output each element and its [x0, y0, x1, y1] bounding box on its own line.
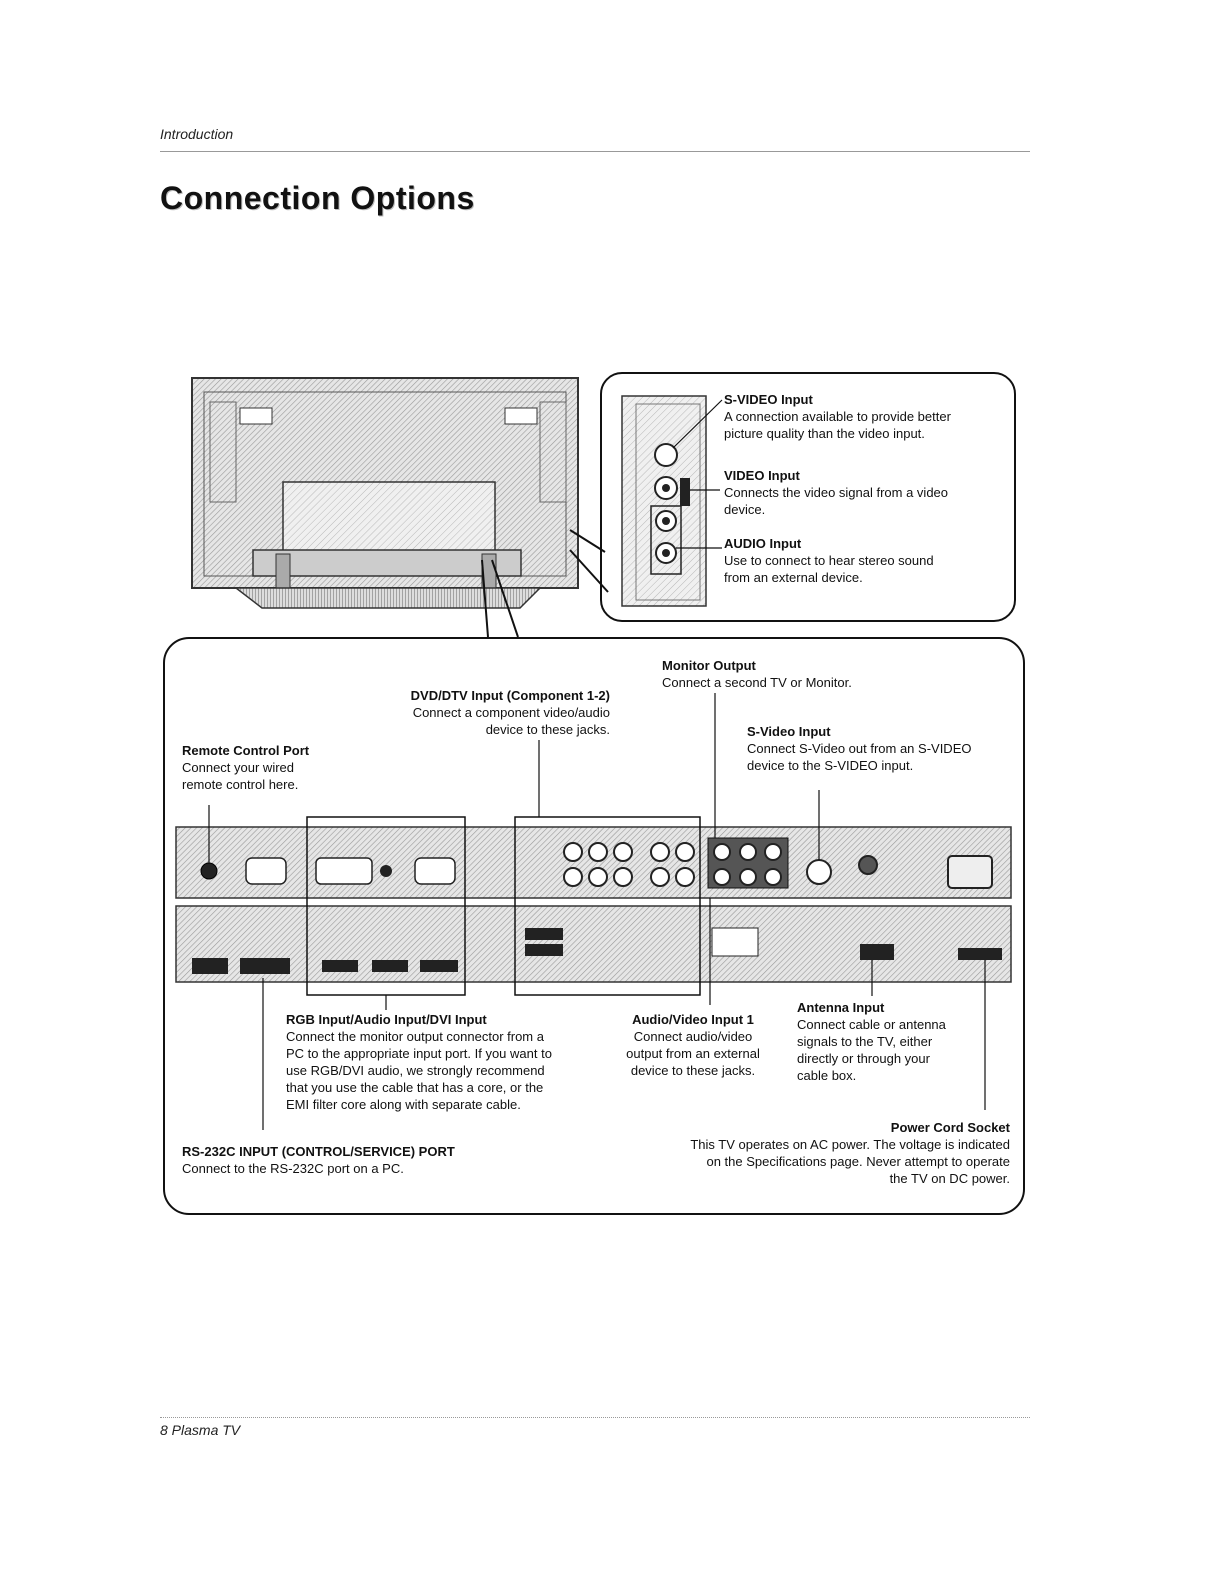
power-cord-desc-line: the TV on DC power. — [889, 1171, 1010, 1186]
side-jack-panel — [621, 395, 723, 607]
rgb-dvi-desc-line: EMI filter core along with separate cabl… — [286, 1097, 521, 1112]
remote-control-desc-line: remote control here. — [182, 777, 299, 792]
monitor-output-desc-line: Connect a second TV or Monitor. — [662, 675, 852, 690]
video-input-heading: VIDEO Input — [724, 468, 800, 483]
video-input-desc-line: device. — [724, 502, 766, 517]
rgb-dvi-desc-line: PC to the appropriate input port. If you… — [286, 1046, 552, 1061]
svideo-rear-desc-line: Connect S-Video out from an S-VIDEO — [747, 741, 972, 756]
page-title: Connection Options — [160, 180, 475, 216]
video-input-callout: VIDEO Input Connects the video signal fr… — [724, 467, 1004, 518]
svideo-input-callout: S-VIDEO Input A connection available to … — [724, 391, 1004, 442]
dvd-dtv-callout: DVD/DTV Input (Component 1-2) Connect a … — [360, 687, 610, 738]
rear-jack-strip-lower — [175, 905, 1012, 983]
section-label: Introduction — [160, 126, 234, 142]
dvd-dtv-desc-line: device to these jacks. — [485, 722, 610, 737]
rgb-dvi-heading: RGB Input/Audio Input/DVI Input — [286, 1012, 487, 1027]
antenna-desc-line: directly or through your — [797, 1051, 930, 1066]
remote-control-callout: Remote Control Port Connect your wired r… — [182, 742, 382, 793]
power-cord-desc-line: on the Specifications page. Never attemp… — [706, 1154, 1010, 1169]
monitor-output-heading: Monitor Output — [662, 658, 756, 673]
av-input1-callout: Audio/Video Input 1 Connect audio/video … — [608, 1011, 778, 1079]
remote-control-heading: Remote Control Port — [182, 743, 310, 758]
audio-input-desc-line: Use to connect to hear stereo sound — [724, 553, 934, 568]
header-rule — [160, 151, 1030, 152]
rgb-dvi-desc-line: that you use the cable that has a core, … — [286, 1080, 544, 1095]
power-cord-desc-line: This TV operates on AC power. The voltag… — [690, 1137, 1010, 1152]
rgb-dvi-desc-line: use RGB/DVI audio, we strongly recommend — [286, 1063, 545, 1078]
rs232c-callout: RS-232C INPUT (CONTROL/SERVICE) PORT Con… — [182, 1143, 542, 1177]
dvd-dtv-heading: DVD/DTV Input (Component 1-2) — [410, 688, 610, 703]
rgb-dvi-desc-line: Connect the monitor output connector fro… — [286, 1029, 544, 1044]
video-input-desc-line: Connects the video signal from a video — [724, 485, 949, 500]
av-input1-desc-line: Connect audio/video — [633, 1029, 753, 1044]
av-input1-heading: Audio/Video Input 1 — [632, 1012, 754, 1027]
svideo-rear-callout: S-Video Input Connect S-Video out from a… — [747, 723, 1007, 774]
antenna-callout: Antenna Input Connect cable or antenna s… — [797, 999, 987, 1084]
antenna-desc-line: Connect cable or antenna — [797, 1017, 946, 1032]
footer-rule — [160, 1417, 1030, 1419]
power-cord-heading: Power Cord Socket — [890, 1120, 1010, 1135]
av-input1-desc-line: output from an external — [626, 1046, 760, 1061]
svideo-input-desc-line: A connection available to provide better — [724, 409, 951, 424]
antenna-desc-line: signals to the TV, either — [797, 1034, 933, 1049]
dvd-dtv-desc-line: Connect a component video/audio — [412, 705, 610, 720]
av-input1-desc-line: device to these jacks. — [630, 1063, 756, 1078]
svideo-rear-desc-line: device to the S-VIDEO input. — [747, 758, 914, 773]
audio-input-heading: AUDIO Input — [724, 536, 802, 551]
svideo-rear-heading: S-Video Input — [747, 724, 831, 739]
rs232c-heading: RS-232C INPUT (CONTROL/SERVICE) PORT — [182, 1144, 455, 1159]
page-footer: 8 Plasma TV — [160, 1422, 241, 1438]
audio-input-callout: AUDIO Input Use to connect to hear stere… — [724, 535, 1004, 586]
rgb-dvi-callout: RGB Input/Audio Input/DVI Input Connect … — [286, 1011, 606, 1113]
antenna-heading: Antenna Input — [797, 1000, 885, 1015]
svideo-input-desc-line: picture quality than the video input. — [724, 426, 925, 441]
svideo-jack-icon — [654, 443, 678, 467]
remote-control-desc-line: Connect your wired — [182, 760, 294, 775]
rs232c-desc-line: Connect to the RS-232C port on a PC. — [182, 1161, 404, 1176]
power-cord-callout: Power Cord Socket This TV operates on AC… — [620, 1119, 1010, 1187]
rear-jack-strip-upper — [175, 826, 1012, 899]
svideo-input-heading: S-VIDEO Input — [724, 392, 813, 407]
antenna-desc-line: cable box. — [797, 1068, 857, 1083]
monitor-output-callout: Monitor Output Connect a second TV or Mo… — [662, 657, 922, 691]
audio-input-desc-line: from an external device. — [724, 570, 863, 585]
tv-back-view — [191, 377, 579, 609]
